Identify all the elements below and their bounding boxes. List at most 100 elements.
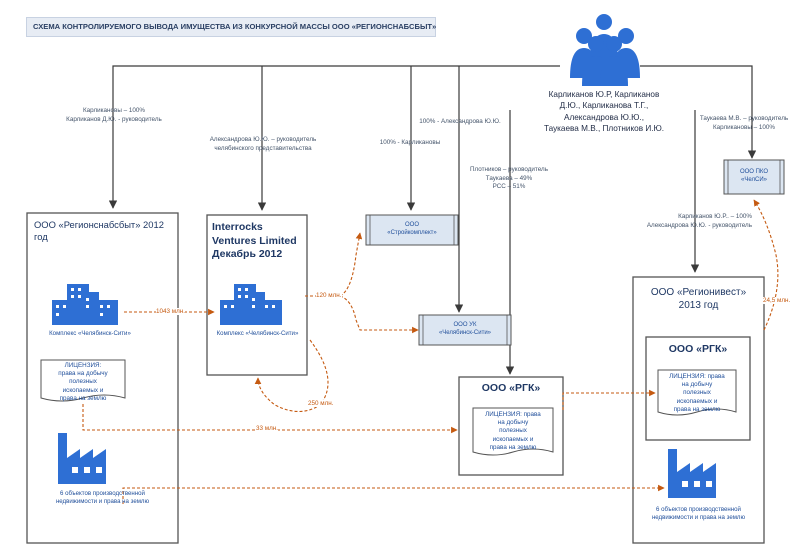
doc-rss <box>40 359 126 402</box>
title-line: 2013 год <box>678 299 719 311</box>
license-line: права на землю <box>59 394 107 402</box>
license-line: ископаемых и <box>62 386 104 394</box>
regionsnabsbyt-title: ООО «Регионснабсбыт» 2012 год <box>34 219 176 243</box>
money-label-245: 24,5 млн. <box>763 297 791 304</box>
caption-line: 6 объектов производственной <box>60 490 145 497</box>
title-line: Interrocks <box>212 221 263 233</box>
note-line: Плотников – руководитель <box>470 166 548 173</box>
doc-rgk-inner <box>657 369 737 416</box>
license-line: ЛИЦЕНЗИЯ: права <box>485 411 541 418</box>
box-uk <box>418 314 512 346</box>
note-line: 100% - Александрова Ю.Ю. <box>419 118 501 125</box>
license-line: ископаемых и <box>676 397 718 405</box>
regioninvest-property-caption: 6 объектов производственной недвижимости… <box>636 506 761 522</box>
label-line: «Челябинск-Сити» <box>438 330 492 337</box>
license-line: полезных <box>683 389 711 397</box>
label-line: ООО ПКО <box>739 169 769 175</box>
label-line: ООО <box>404 222 419 228</box>
pko-label: ООО ПКО «ЧелСИ» <box>728 168 780 184</box>
money-label-120: 120 млн. <box>316 292 342 299</box>
note-rss-ownership: Карликановы – 100% Карликанов Д.Ю. - рук… <box>50 107 178 124</box>
flow-245 <box>753 199 779 331</box>
note-line: Карликановы – 100% <box>712 123 775 131</box>
ownership-lines <box>108 65 757 375</box>
license-line: ЛИЦЕНЗИЯ: <box>64 362 102 369</box>
owners-line: Карликанов Ю.Р, Карликанов <box>548 90 660 99</box>
label-line: «Стройкомплект» <box>387 230 437 237</box>
page-title: СХЕМА КОНТРОЛИРУЕМОГО ВЫВОДА ИМУЩЕСТВА И… <box>26 17 436 37</box>
note-line: Таукаева М.В. – руководитель <box>699 115 789 122</box>
note-line: Карликанов Ю.Р.. – 100% <box>678 213 752 220</box>
caption-line: 6 объектов производственной <box>656 506 741 513</box>
caption-line: недвижимости и права на землю <box>651 513 746 521</box>
box-stroykomplekt <box>365 214 459 246</box>
license-line: права на землю <box>673 405 721 413</box>
note-stroykomplekt-ownership: 100% - Карликановы <box>374 139 446 148</box>
title-line: год <box>34 230 48 242</box>
owners-line: Д.Ю., Карликанова Т.Г., <box>559 101 649 111</box>
license-line: на добычу <box>681 381 713 389</box>
owners-line: Таукаева М.В., Плотников И.Ю. <box>543 123 665 133</box>
money-label-1043: 1043 млн. <box>156 308 185 315</box>
note-interrocks-ownership: Александрова Ю.Ю. – руководитель челябин… <box>198 136 328 153</box>
note-uk-ownership: 100% - Александрова Ю.Ю. <box>414 118 506 127</box>
interrocks-title: Interrocks Ventures Limited Декабрь 2012 <box>212 221 306 262</box>
note-regioninvest-ownership: Карликанов Ю.Р.. – 100% Александрова Ю.Ю… <box>600 213 752 230</box>
doc-rgk <box>472 407 554 456</box>
money-flows <box>82 199 779 504</box>
rgk-license-text: ЛИЦЕНЗИЯ: права на добычу полезных ископ… <box>474 411 552 452</box>
rss-license-text: ЛИЦЕНЗИЯ: права на добычу полезных ископ… <box>43 362 123 403</box>
note-line: 100% - Карликановы <box>379 139 441 146</box>
owners-list: Карликанов Ю.Р, Карликанов Д.Ю., Карлика… <box>528 89 680 134</box>
note-line: челябинского представительства <box>214 144 312 152</box>
line-owners-pko <box>640 65 757 159</box>
license-line: полезных <box>69 378 97 386</box>
title-line: ООО «Регионснабсбыт» 2012 <box>34 219 164 230</box>
regioninvest-license-text: ЛИЦЕНЗИЯ: права на добычу полезных ископ… <box>659 373 735 414</box>
note-line: Карликанов Д.Ю. - руководитель <box>66 115 162 123</box>
license-line: полезных <box>499 427 527 435</box>
flow-property <box>122 484 665 504</box>
money-label-250: 250 млн. <box>308 400 334 407</box>
flow-33 <box>82 404 458 434</box>
label-line: «ЧелСИ» <box>741 177 767 184</box>
money-label-33: 33 млн. <box>256 425 278 432</box>
license-line: ЛИЦЕНЗИЯ: права <box>669 373 725 380</box>
building-icon-rss <box>52 284 118 325</box>
title-line: ООО «Регионивест» <box>650 287 747 298</box>
regioninvest-rgk-title: ООО «РГК» <box>668 343 728 355</box>
factory-icon-regioninvest <box>668 449 716 498</box>
note-line: Таукаева – 49% <box>485 174 533 182</box>
people-icon <box>570 14 640 86</box>
note-rgk-ownership: Плотников – руководитель Таукаева – 49% … <box>462 166 556 192</box>
rss-property-caption: 6 объектов производственной недвижимости… <box>30 490 175 506</box>
flow-120-to-uk <box>339 295 419 334</box>
note-pko-ownership: Таукаева М.В. – руководитель Карликановы… <box>698 115 790 132</box>
title-line: Ventures Limited <box>212 234 297 247</box>
uk-label: ООО УК «Челябинск-Сити» <box>423 321 507 337</box>
note-line: Александрова Ю.Ю. – руководитель <box>209 136 317 143</box>
note-line: РСС – 51% <box>492 183 526 190</box>
owners-line: Александрова Ю.Ю., <box>564 112 644 122</box>
license-line: права на добычу <box>58 370 108 378</box>
building-icon-interrocks <box>220 284 282 325</box>
note-line: Карликановы – 100% <box>82 107 145 114</box>
license-line: права на землю <box>489 443 537 451</box>
label-line: ООО УК <box>453 322 477 328</box>
license-line: на добычу <box>497 419 529 427</box>
rss-complex-caption: Комплекс «Челябинск-Сити» <box>49 330 131 337</box>
box-pko <box>723 159 785 195</box>
interrocks-complex-caption: Комплекс «Челябинск-Сити» <box>216 330 299 337</box>
regioninvest-title: ООО «Регионивест» 2013 год <box>633 287 764 312</box>
caption-line: недвижимости и права на землю <box>55 497 150 505</box>
flow-rgk-to-regioninvest <box>562 389 656 410</box>
license-line: ископаемых и <box>492 435 534 443</box>
note-line: Александрова Ю.Ю. - руководитель <box>646 221 752 229</box>
rgk-title: ООО «РГК» <box>481 382 541 394</box>
stroykomplekt-label: ООО «Стройкомплект» <box>370 221 454 237</box>
factory-icon-rss <box>58 433 106 484</box>
flow-120-to-stroykomplekt <box>305 232 363 297</box>
flow-250 <box>254 339 329 413</box>
title-line: Декабрь 2012 <box>212 248 283 261</box>
